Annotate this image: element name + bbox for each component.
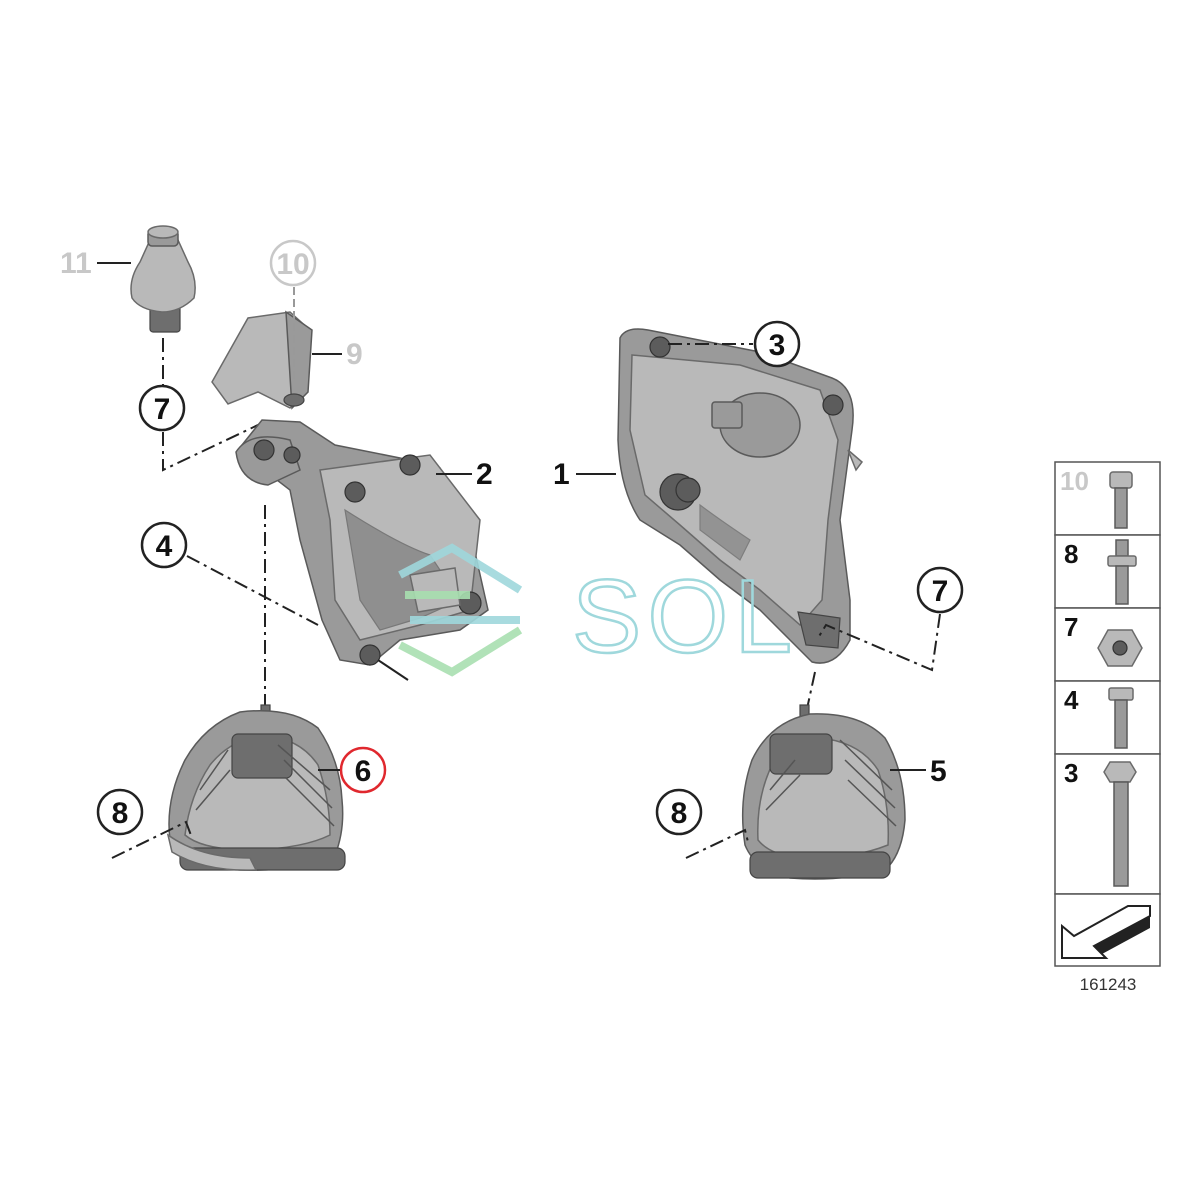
part-6-engine-mount-left (166, 704, 346, 871)
watermark-text: SOL (572, 559, 798, 675)
callout-8-left: 8 (112, 797, 129, 830)
callout-7-right-circle (916, 566, 964, 614)
callout-10-circle (269, 239, 317, 287)
callout-3-circle (753, 320, 801, 368)
callout-5: 5 (930, 755, 947, 788)
nut-7-icon (1097, 629, 1143, 667)
direction-arrow-icon (1061, 905, 1151, 959)
callout-8-right-circle (655, 788, 703, 836)
part-5-engine-mount-right (741, 704, 906, 880)
part-1-large-bracket (617, 328, 864, 664)
callout-10: 10 (276, 248, 309, 281)
callout-2: 2 (476, 458, 493, 491)
legend-label-10: 10 (1060, 466, 1089, 496)
callout-4: 4 (156, 530, 173, 563)
callout-7-left-circle (138, 384, 186, 432)
callout-8-right: 8 (671, 797, 688, 830)
callout-7-left: 7 (154, 393, 171, 426)
watermark-logo (398, 543, 523, 677)
legend-label-8: 8 (1064, 539, 1078, 569)
callout-1: 1 (553, 458, 570, 491)
legend-label-7: 7 (1064, 612, 1078, 642)
callout-4-circle (140, 521, 188, 569)
callout-3: 3 (769, 329, 786, 362)
bolt-10-icon (1109, 471, 1133, 529)
legend-cell-4 (1054, 680, 1161, 755)
callout-11: 11 (60, 247, 92, 280)
legend-panel: 10 8 7 4 3 (1054, 461, 1161, 967)
bolt-3-icon (1103, 761, 1137, 887)
callout-8-left-circle (96, 788, 144, 836)
reference-number: 161243 (1080, 975, 1137, 994)
bolt-8-icon (1107, 539, 1137, 605)
callout-6: 6 (355, 755, 372, 788)
callout-7-right: 7 (932, 575, 949, 608)
legend-label-4: 4 (1064, 685, 1079, 715)
legend-cell-8 (1054, 534, 1161, 609)
callout-9: 9 (346, 338, 363, 371)
part-2-engine-bracket (235, 419, 489, 666)
bolt-4-icon (1108, 687, 1134, 749)
legend-cell-10 (1054, 461, 1161, 536)
legend-label-3: 3 (1064, 758, 1078, 788)
part-9-bracket (211, 310, 313, 410)
callout-6-circle-highlighted (339, 746, 387, 794)
part-11-rubber-stop (130, 225, 196, 333)
